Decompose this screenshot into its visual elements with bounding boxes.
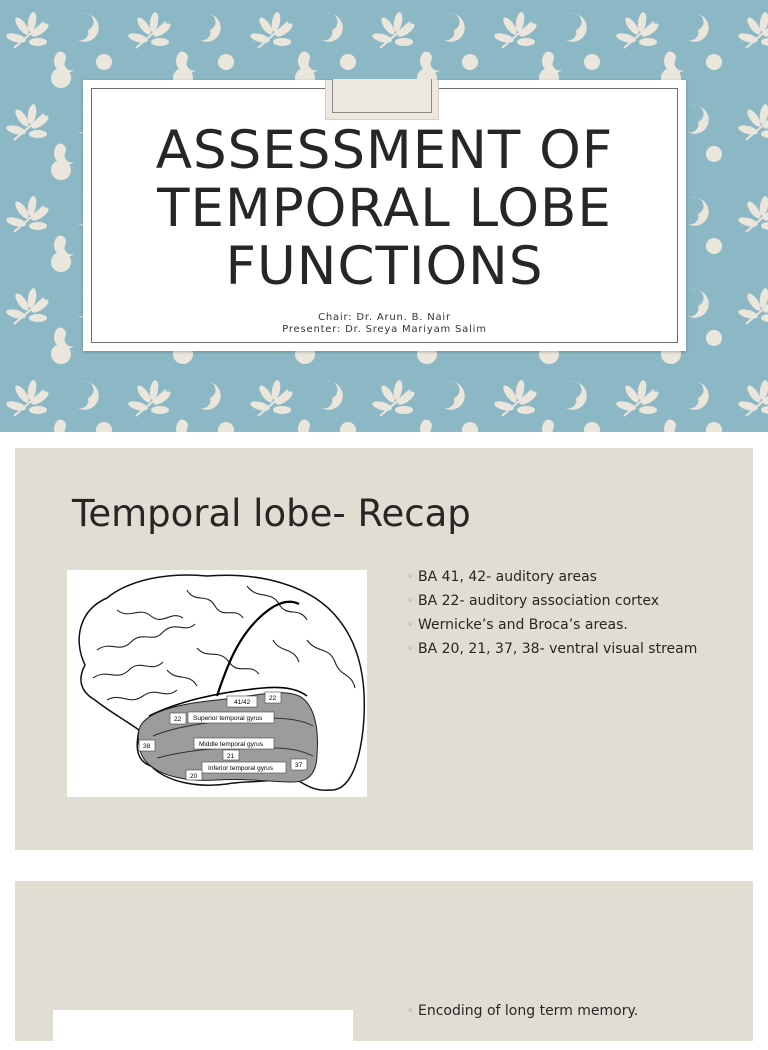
chair-text: Chair: Dr. Arun. B. Nair: [318, 312, 451, 323]
presenter-text: Presenter: Dr. Sreya Mariyam Salim: [282, 324, 487, 335]
label-20: 20: [190, 773, 198, 780]
bullet-list: ◦Encoding of long term memory.: [407, 1002, 727, 1026]
bullet-item: ◦BA 41, 42- auditory areas: [407, 569, 597, 585]
bullet-marker-icon: ◦: [407, 618, 414, 631]
label-38: 38: [143, 743, 151, 750]
title-card-tab: [325, 79, 439, 120]
label-21: 21: [227, 753, 235, 760]
title-slide: ASSESSMENT OF TEMPORAL LOBE FUNCTIONS Ch…: [0, 0, 768, 432]
bullet-item: ◦BA 22- auditory association cortex: [407, 593, 660, 609]
label-41-42: 41/42: [234, 699, 251, 706]
bullet-item: ◦Wernicke’s and Broca’s areas.: [407, 617, 628, 633]
label-superior-temporal-gyrus: Superior temporal gyrus: [193, 715, 263, 722]
title-line-2: TEMPORAL LOBE: [157, 178, 612, 239]
title-card: ASSESSMENT OF TEMPORAL LOBE FUNCTIONS Ch…: [83, 79, 686, 351]
bullet-item: ◦Encoding of long term memory.: [407, 1003, 639, 1019]
title-line-3: FUNCTIONS: [225, 236, 544, 297]
label-37: 37: [295, 762, 303, 769]
slide-image-placeholder: [53, 1010, 353, 1050]
brain-diagram: 41/42 22 22 Superior temporal gyrus 38 M…: [67, 570, 367, 797]
recap-slide: Temporal lobe- Recap: [15, 448, 753, 850]
bullet-marker-icon: ◦: [407, 1004, 414, 1017]
bullet-marker-icon: ◦: [407, 594, 414, 607]
label-22-left: 22: [174, 716, 182, 723]
bullet-list: ◦BA 41, 42- auditory areas ◦BA 22- audit…: [407, 568, 727, 664]
bullet-marker-icon: ◦: [407, 642, 414, 655]
bullet-marker-icon: ◦: [407, 570, 414, 583]
slide-title: ASSESSMENT OF TEMPORAL LOBE FUNCTIONS: [83, 122, 686, 296]
memory-slide: ◦Encoding of long term memory.: [15, 881, 753, 1050]
title-line-1: ASSESSMENT OF: [155, 120, 614, 181]
label-inferior-temporal-gyrus: Inferior temporal gyrus: [208, 765, 274, 772]
label-22-top: 22: [269, 695, 277, 702]
slide-heading: Temporal lobe- Recap: [72, 492, 471, 535]
label-middle-temporal-gyrus: Middle temporal gyrus: [199, 741, 264, 748]
bullet-item: ◦BA 20, 21, 37, 38- ventral visual strea…: [407, 641, 698, 657]
slide-subtitle: Chair: Dr. Arun. B. Nair Presenter: Dr. …: [83, 312, 686, 336]
